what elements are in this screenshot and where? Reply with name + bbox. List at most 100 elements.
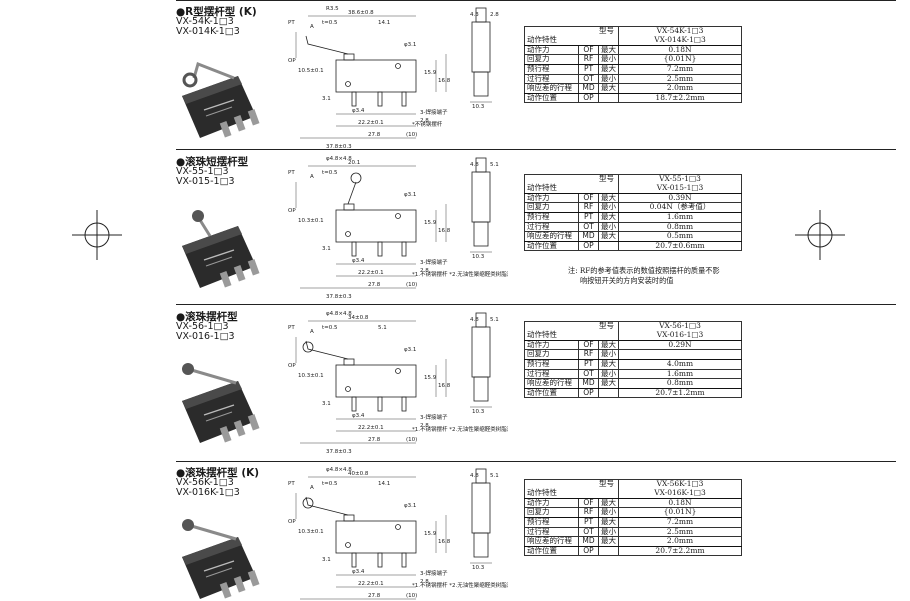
dimension-label: φ3.1 [404, 503, 416, 509]
dimension-label: 10.3±0.1 [298, 529, 324, 535]
dimension-label: (10) [406, 593, 417, 599]
dimension-label: 38.6±0.8 [348, 10, 374, 16]
spec-code: MD [578, 231, 599, 242]
section-title: ●R型摆杆型 (K) [176, 6, 257, 18]
dimension-label: 10.3 [472, 104, 485, 110]
dimension-label: 2.8 [420, 423, 429, 429]
spec-value: 18.7±2.2mm [618, 92, 742, 104]
spec-code: MD [578, 536, 599, 547]
dimension-label: 4.8 [470, 162, 479, 168]
spec-name: 动作位置 [524, 240, 579, 252]
dimension-label: 22.2±0.1 [358, 581, 384, 587]
dimension-label: 22.2±0.1 [358, 425, 384, 431]
spec-value: 1.6mm [618, 211, 742, 223]
dimension-label: t=0.5 [322, 481, 338, 487]
dimension-label: 3-焊接端子 [420, 108, 448, 116]
dimension-label: PT [288, 20, 295, 26]
registration-mark-left [72, 210, 122, 260]
dimension-label: 37.8±0.3 [326, 449, 352, 455]
dimension-label: OP [288, 519, 296, 525]
dimension-label: 15.9 [424, 220, 437, 226]
spec-name: 预行程 [524, 211, 579, 223]
dimension-label: A [310, 24, 314, 30]
dimension-label: 3.1 [322, 557, 331, 563]
dimension-label: 27.8 [368, 593, 381, 599]
dimension-label: φ4.8×4.8 [326, 311, 352, 317]
dimension-label: OP [288, 208, 296, 214]
dimension-label: 16.8 [438, 78, 451, 84]
product-photo [176, 495, 276, 601]
spec-code: OP [578, 240, 599, 252]
spec-code: PT [578, 211, 599, 223]
characteristic-header-label: 动作特性 [524, 183, 619, 194]
product-photo [176, 339, 276, 449]
dimension-label: 5.1 [490, 162, 499, 168]
dimension-label: PT [288, 481, 295, 487]
dimension-label: (10) [406, 132, 417, 138]
model-number: VX-54K-1□3 [176, 16, 234, 27]
dimension-label: 34±0.8 [348, 315, 369, 321]
dimension-label: 37.8±0.3 [326, 144, 352, 150]
model-code: VX-016-1□3 [618, 330, 742, 341]
model-code: VX-54K-1□3 [618, 25, 742, 36]
dimension-label: φ3.4 [352, 258, 365, 264]
dimension-label: (10) [406, 437, 417, 443]
spec-condition: 最大 [598, 378, 619, 389]
spec-name: 动作位置 [524, 92, 579, 104]
spec-value: 4.0mm [618, 358, 742, 370]
dimension-label: 22.2±0.1 [358, 270, 384, 276]
spec-value: 0.5mm [618, 231, 742, 242]
spec-name: 动作位置 [524, 387, 579, 399]
section-title: ●滚珠摆杆型 [176, 311, 238, 323]
model-number: VX-016-1□3 [176, 331, 235, 342]
dimension-label: 3-焊接端子 [420, 258, 448, 266]
spec-condition: 最大 [598, 63, 619, 75]
spec-code: PT [578, 358, 599, 370]
characteristic-header-label: 动作特性 [524, 35, 619, 46]
dimension-label: *1.不锈钢摆杆 *2.无油性聚缩醛类树脂滚珠 [412, 270, 508, 278]
section-divider [176, 461, 896, 462]
dimension-label: 37.8±0.3 [326, 294, 352, 300]
dimension-label: 22.2±0.1 [358, 120, 384, 126]
spec-code: OP [578, 387, 599, 399]
dimension-label: 5.1 [490, 317, 499, 323]
dimension-label: (10) [406, 282, 417, 288]
dimension-label: 15.9 [424, 375, 437, 381]
model-code: VX-015-1□3 [618, 183, 742, 194]
spec-condition: 最大 [598, 536, 619, 547]
dimension-label: A [310, 329, 314, 335]
model-number: VX-55-1□3 [176, 166, 229, 177]
dimension-label: 2.8 [420, 268, 429, 274]
spec-name: 响应差的行程 [524, 83, 579, 94]
dimension-label: 16.8 [438, 228, 451, 234]
dimension-label: 16.8 [438, 383, 451, 389]
dimension-label: φ3.4 [352, 108, 365, 114]
footnote: 注: RF的参考值表示的数值按照摆杆的质量不影 [568, 266, 720, 275]
characteristic-header-label: 动作特性 [524, 488, 619, 499]
dimension-label: 15.9 [424, 70, 437, 76]
model-code: VX-016K-1□3 [618, 488, 742, 499]
spec-condition: 最大 [598, 231, 619, 242]
dimension-label: 40±0.8 [348, 471, 369, 477]
dimension-label: 4.8 [470, 317, 479, 323]
dimension-label: φ3.4 [352, 413, 365, 419]
spec-code: OP [578, 92, 599, 104]
